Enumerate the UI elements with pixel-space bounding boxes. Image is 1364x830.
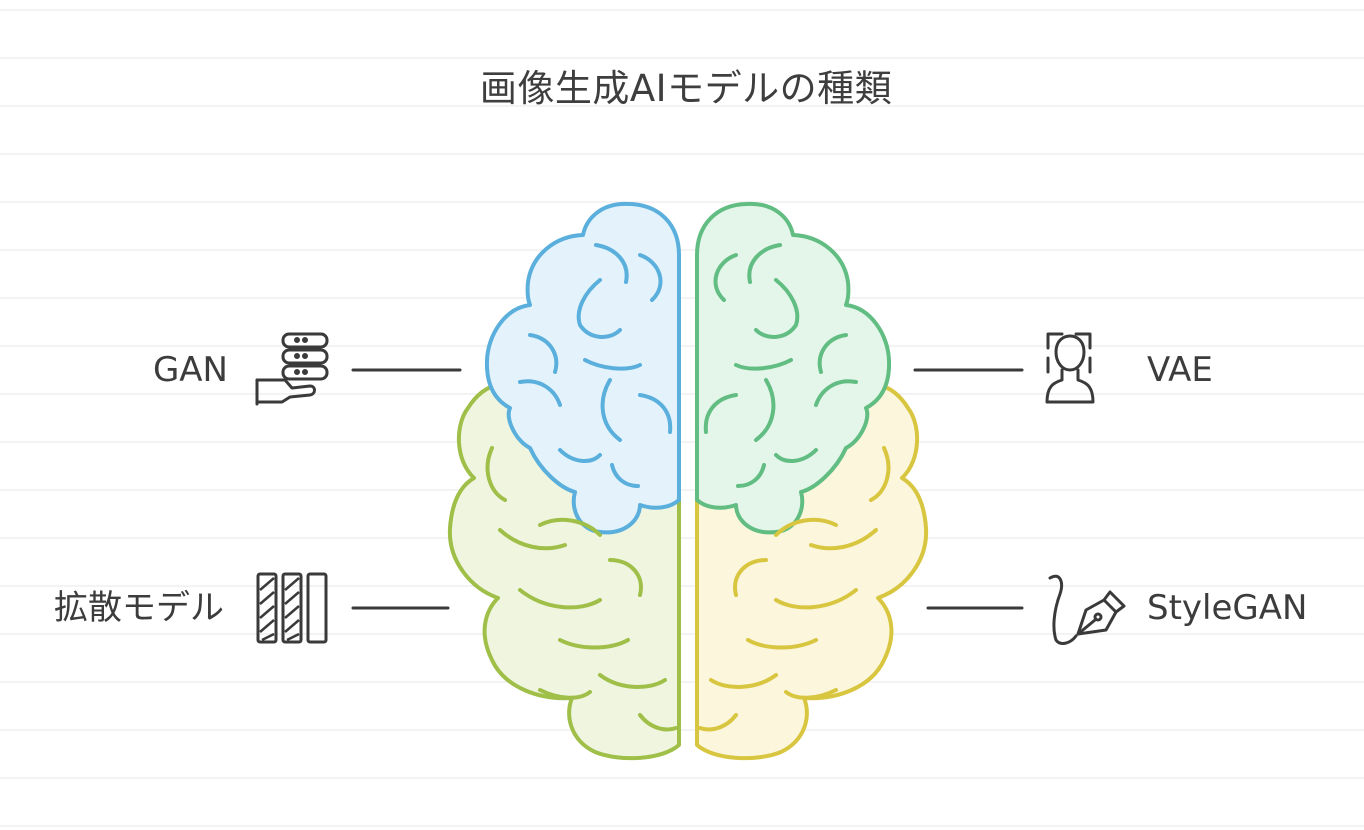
label-vae: VAE	[1147, 350, 1213, 390]
server-hand-icon	[255, 332, 329, 406]
brain-folds-upper-left	[518, 243, 673, 488]
striped-bars-icon	[256, 572, 328, 644]
brain-region-upper-left	[484, 201, 681, 535]
face-scan-icon	[1045, 332, 1095, 404]
pen-nib-icon	[1048, 574, 1126, 645]
brain-region-upper-right	[695, 201, 892, 535]
brain-folds-lower-left	[485, 446, 678, 732]
label-gan: GAN	[152, 350, 228, 390]
brain-folds-upper-right	[703, 243, 858, 488]
brain-folds-lower-right	[698, 446, 891, 732]
label-stylegan: StyleGAN	[1147, 588, 1308, 628]
label-diffusion-model: 拡散モデル	[54, 588, 224, 628]
page-title: 画像生成AIモデルの種類	[479, 67, 893, 110]
